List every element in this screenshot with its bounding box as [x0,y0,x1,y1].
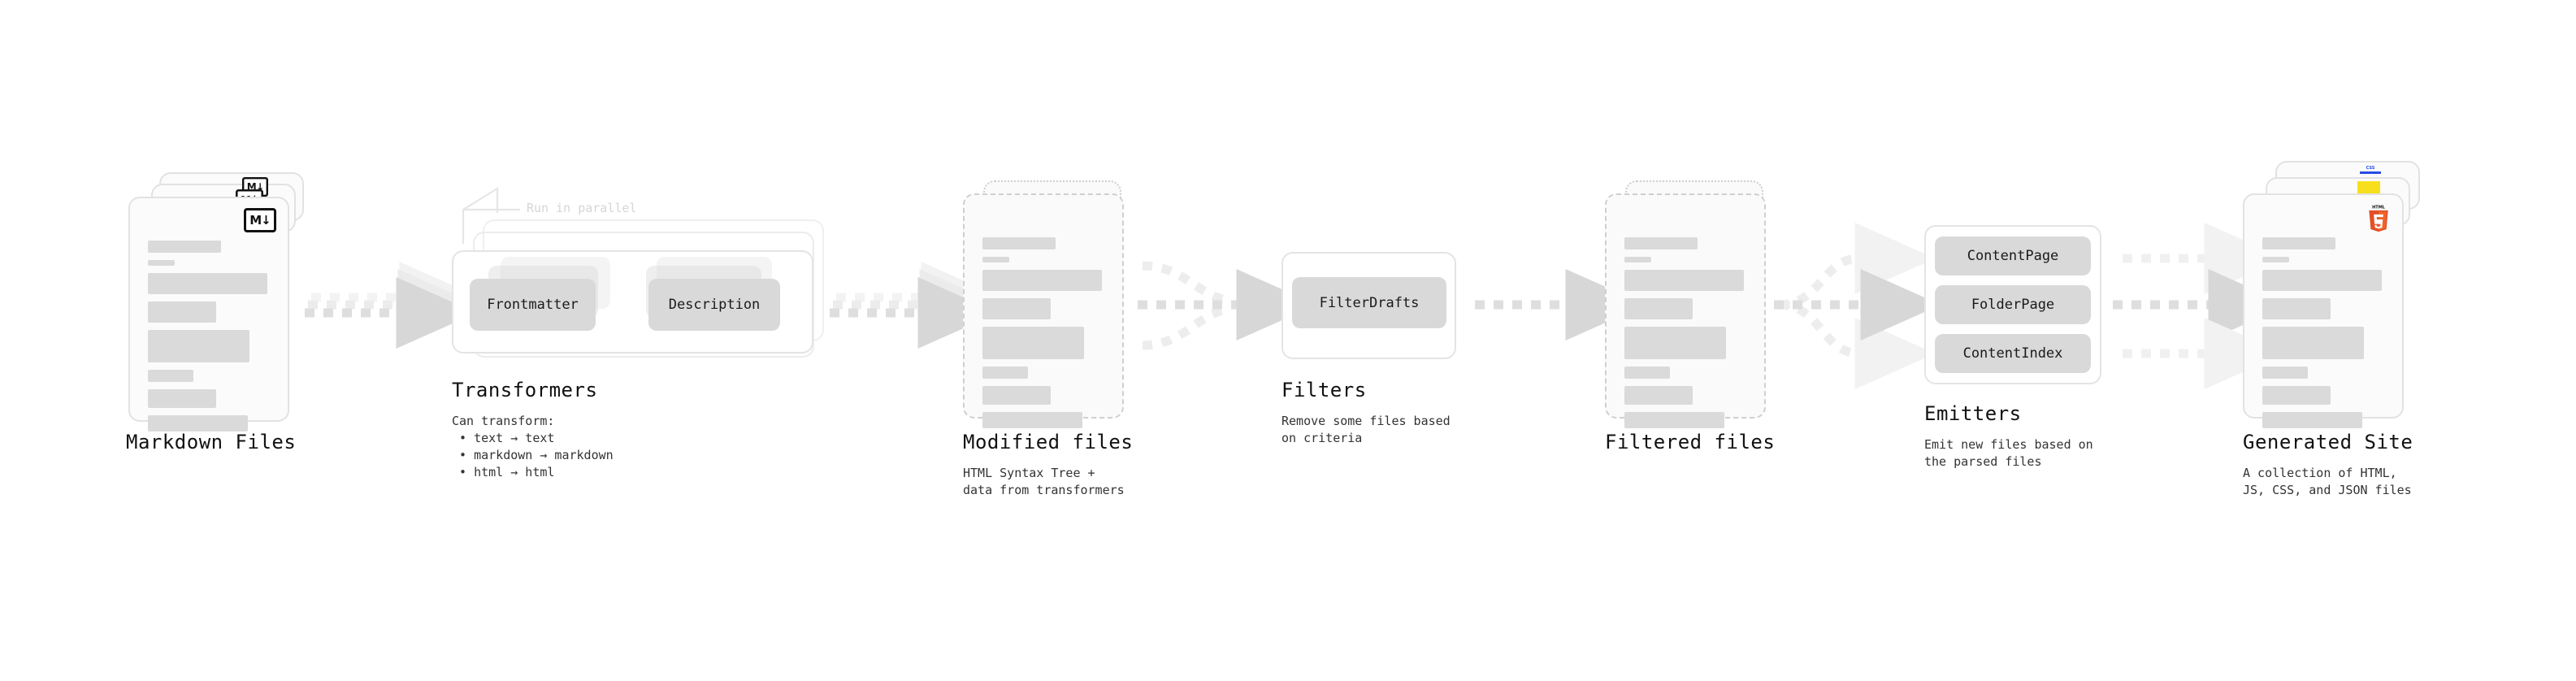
doc-line [148,370,193,382]
modified-files-title: Modified files [963,431,1134,453]
transformer-chip-frontmatter[interactable]: Frontmatter [470,279,596,331]
html5-icon: HTML [2366,203,2391,232]
run-in-parallel-annotation: Run in parallel [527,201,637,215]
emitters-chip-contentindex[interactable]: ContentIndex [1935,334,2091,373]
css-icon-bar [2360,171,2381,174]
doc-line [1624,298,1693,319]
connector-markdown-to-transformers [305,262,480,349]
transformers-subtitle: Can transform: • text → text • markdown … [452,414,614,479]
markdown-files-title: Markdown Files [126,431,297,453]
markdown-doc-lines [148,241,270,439]
doc-line [1624,367,1670,379]
doc-line [2262,257,2289,262]
doc-line [982,298,1051,319]
connector-filtered-to-emitters [1774,223,1941,389]
doc-line [1624,257,1651,262]
generated-site-title: Generated Site [2243,431,2413,453]
markdown-card-front[interactable]: M↓ [128,197,289,432]
doc-line [982,367,1028,379]
generated-site-subtitle: A collection of HTML, JS, CSS, and JSON … [2243,466,2412,497]
markdown-icon: M↓ [244,208,276,232]
site-doc-lines [2262,237,2384,436]
doc-line [148,260,175,266]
doc-line [2262,298,2331,319]
connector-transformers-to-modified [830,262,1002,349]
doc-line [2262,270,2382,291]
doc-line [148,330,249,362]
filters-chip-filterdrafts[interactable]: FilterDrafts [1292,277,1446,328]
transformers-title: Transformers [452,379,598,401]
doc-line [148,241,221,253]
doc-line [982,257,1009,262]
emitters-subtitle: Emit new files based on the parsed files [1924,437,2093,469]
modified-files-subtitle: HTML Syntax Tree + data from transformer… [963,466,1125,497]
doc-line [982,270,1102,291]
doc-line [148,301,216,323]
emitters-chip-contentpage[interactable]: ContentPage [1935,236,2091,275]
doc-line [2262,327,2364,359]
doc-line [1624,386,1693,405]
filtered-doc-lines [1624,237,1746,436]
doc-line [1624,412,1724,428]
doc-line [982,386,1051,405]
emitters-chip-folderpage[interactable]: FolderPage [1935,285,2091,324]
doc-line [1624,327,1726,359]
modified-card-front[interactable] [963,193,1124,428]
connector-modified-to-filters [1138,261,1317,350]
site-card-front[interactable]: HTML [2243,193,2404,428]
css-icon-label: CSS [2366,166,2375,171]
connector-emitters-to-site [2113,223,2289,389]
doc-line [148,389,216,408]
filters-title: Filters [1281,379,1367,401]
doc-line [148,415,248,432]
doc-line [1624,270,1744,291]
transformer-chip-description[interactable]: Description [648,279,780,331]
js-icon [2357,181,2380,196]
filters-subtitle: Remove some files based on criteria [1281,414,1451,445]
svg-text:HTML: HTML [2372,205,2386,210]
css-icon: CSS [2360,167,2381,176]
doc-line [2262,237,2335,249]
modified-doc-lines [982,237,1104,436]
doc-line [2262,412,2362,428]
filtered-files-title: Filtered files [1605,431,1776,453]
doc-line [148,273,267,294]
doc-line [2262,386,2331,405]
doc-line [982,237,1056,249]
doc-line [2262,367,2308,379]
doc-line [982,327,1084,359]
emitters-title: Emitters [1924,402,2022,425]
doc-line [982,412,1082,428]
filtered-card-front[interactable] [1605,193,1766,428]
doc-line [1624,237,1698,249]
